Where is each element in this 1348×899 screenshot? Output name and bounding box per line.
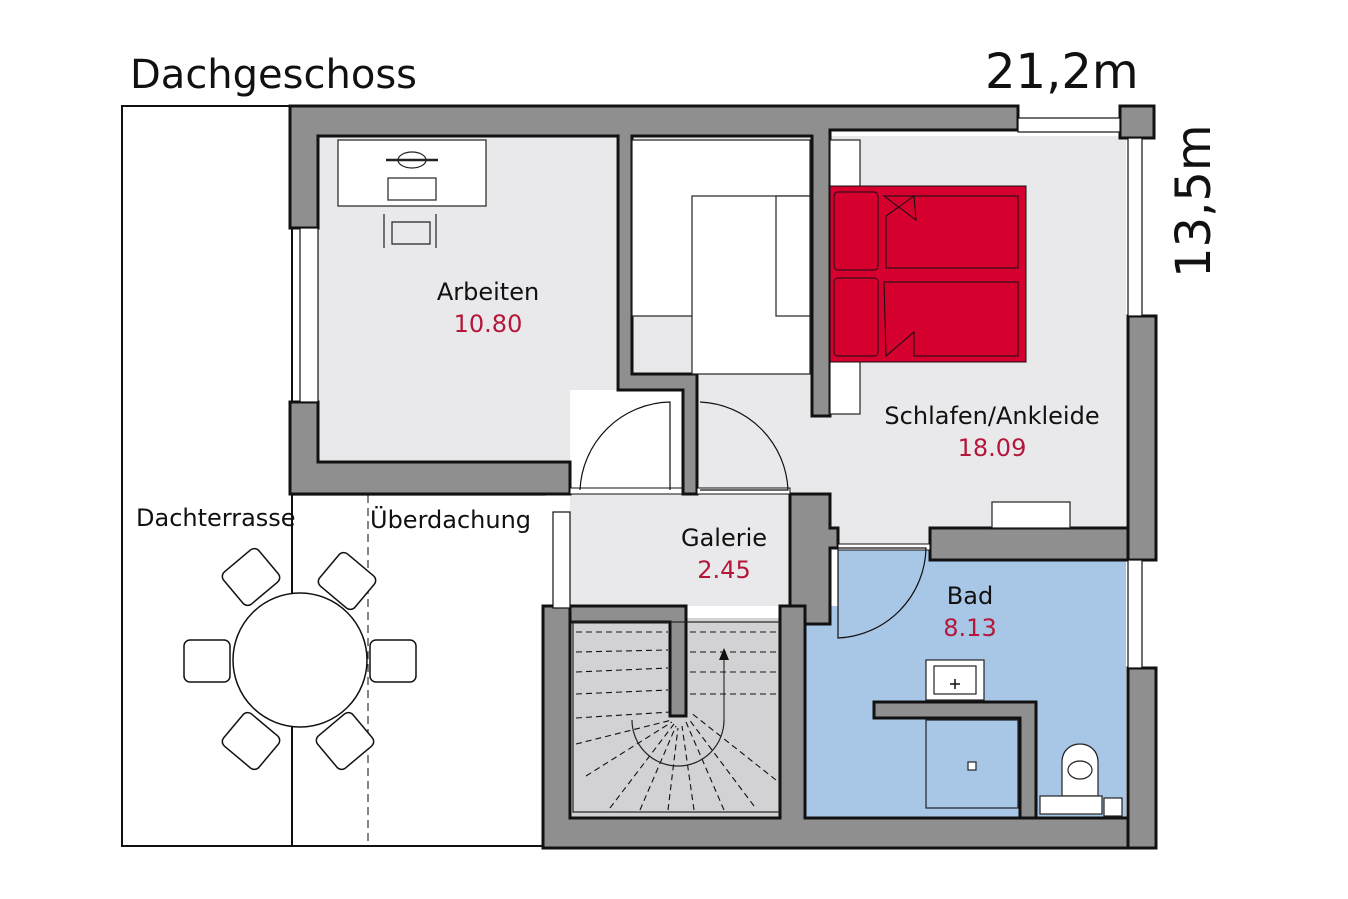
terrace-chairs <box>183 547 417 771</box>
windows <box>299 117 1143 669</box>
room-area-galerie: 2.45 <box>697 556 750 584</box>
room-area-bad: 8.13 <box>943 614 996 642</box>
roofing-label: Überdachung <box>370 505 531 534</box>
shower <box>925 719 1019 809</box>
room-name-bad: Bad <box>947 582 993 610</box>
terrace <box>121 105 545 847</box>
floor-title: Dachgeschoss <box>130 52 417 98</box>
depth-dimension: 13,5m <box>1166 124 1222 278</box>
door-arbeiten <box>579 401 671 491</box>
door-bad <box>837 547 927 639</box>
room-name-schlafen: Schlafen/Ankleide <box>884 402 1099 430</box>
terrace-label: Dachterrasse <box>136 504 296 532</box>
window-left-arbeiten <box>299 227 319 403</box>
room-area-schlafen: 18.09 <box>958 434 1027 462</box>
width-dimension: 21,2m <box>985 44 1139 100</box>
toilet <box>1061 743 1099 797</box>
terrace-table <box>232 592 368 728</box>
room-name-galerie: Galerie <box>681 524 767 552</box>
office-chair <box>383 214 437 248</box>
window-top-right <box>1017 117 1121 133</box>
room-area-arbeiten: 10.80 <box>454 310 523 338</box>
furniture <box>183 139 1123 817</box>
room-name-arbeiten: Arbeiten <box>437 278 539 306</box>
room-floor-galerie <box>570 494 805 606</box>
walls <box>288 104 1158 850</box>
window-galerie <box>552 511 571 609</box>
doors <box>579 401 927 639</box>
door-schlafen <box>699 401 789 491</box>
window-right-upper <box>1127 137 1143 317</box>
window-right-bad <box>1127 559 1143 669</box>
staircase <box>572 621 780 813</box>
